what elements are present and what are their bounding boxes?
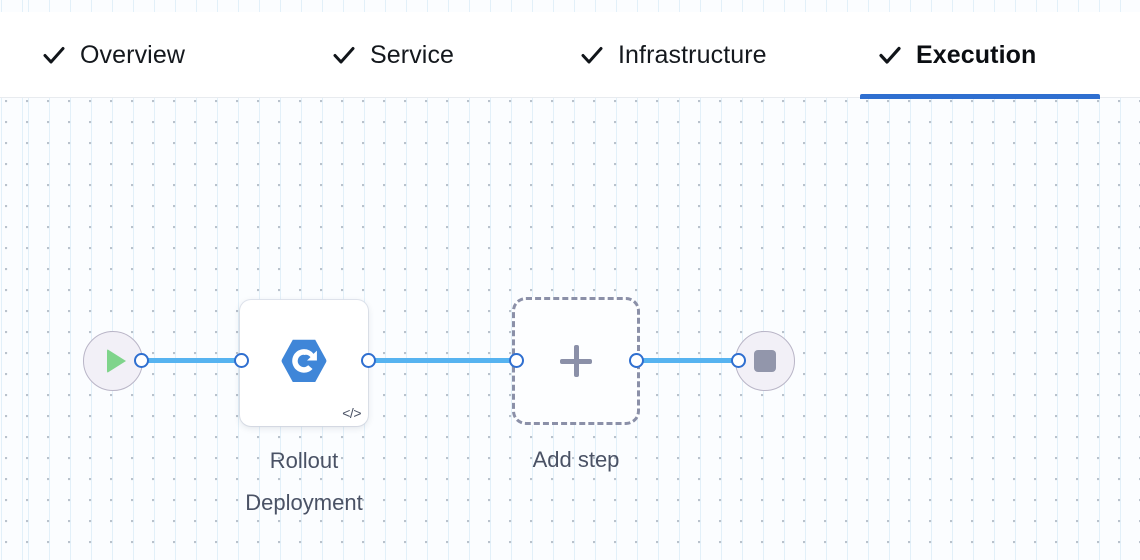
start-node[interactable] — [83, 331, 143, 391]
pipeline-tab-bar: Overview Service Infrastructure — [0, 12, 1140, 99]
port-end-input[interactable] — [731, 353, 746, 368]
add-step-node[interactable] — [512, 297, 640, 425]
tab-infrastructure-label: Infrastructure — [618, 40, 767, 69]
check-icon — [332, 43, 356, 67]
port-rollout-input[interactable] — [234, 353, 249, 368]
check-icon — [580, 43, 604, 67]
tab-execution-label: Execution — [916, 40, 1037, 69]
rollout-deployment-icon — [278, 335, 330, 387]
plus-icon-vertical — [573, 345, 579, 377]
check-icon — [42, 43, 66, 67]
tab-overview-label: Overview — [80, 40, 185, 69]
edge-rollout-to-addstep[interactable] — [366, 358, 518, 363]
tab-active-underline — [860, 94, 1100, 99]
edge-start-to-rollout[interactable] — [140, 358, 244, 363]
check-icon — [878, 43, 902, 67]
code-icon[interactable]: </> — [342, 405, 361, 421]
play-icon — [106, 349, 126, 373]
port-rollout-output[interactable] — [361, 353, 376, 368]
step-node-rollout-deployment-label: Rollout Deployment — [245, 448, 363, 515]
port-start-output[interactable] — [134, 353, 149, 368]
tab-service-label: Service — [370, 40, 455, 69]
stop-icon — [754, 350, 776, 372]
tab-execution[interactable]: Execution — [860, 12, 1100, 99]
port-addstep-output[interactable] — [629, 353, 644, 368]
tab-infrastructure[interactable]: Infrastructure — [562, 12, 834, 98]
edge-addstep-to-end[interactable] — [634, 358, 740, 363]
port-addstep-input[interactable] — [509, 353, 524, 368]
add-step-node-label: Add step — [532, 447, 620, 472]
tab-overview[interactable]: Overview — [24, 12, 248, 98]
tab-service[interactable]: Service — [314, 12, 506, 98]
step-node-rollout-deployment[interactable]: </> — [240, 300, 368, 426]
